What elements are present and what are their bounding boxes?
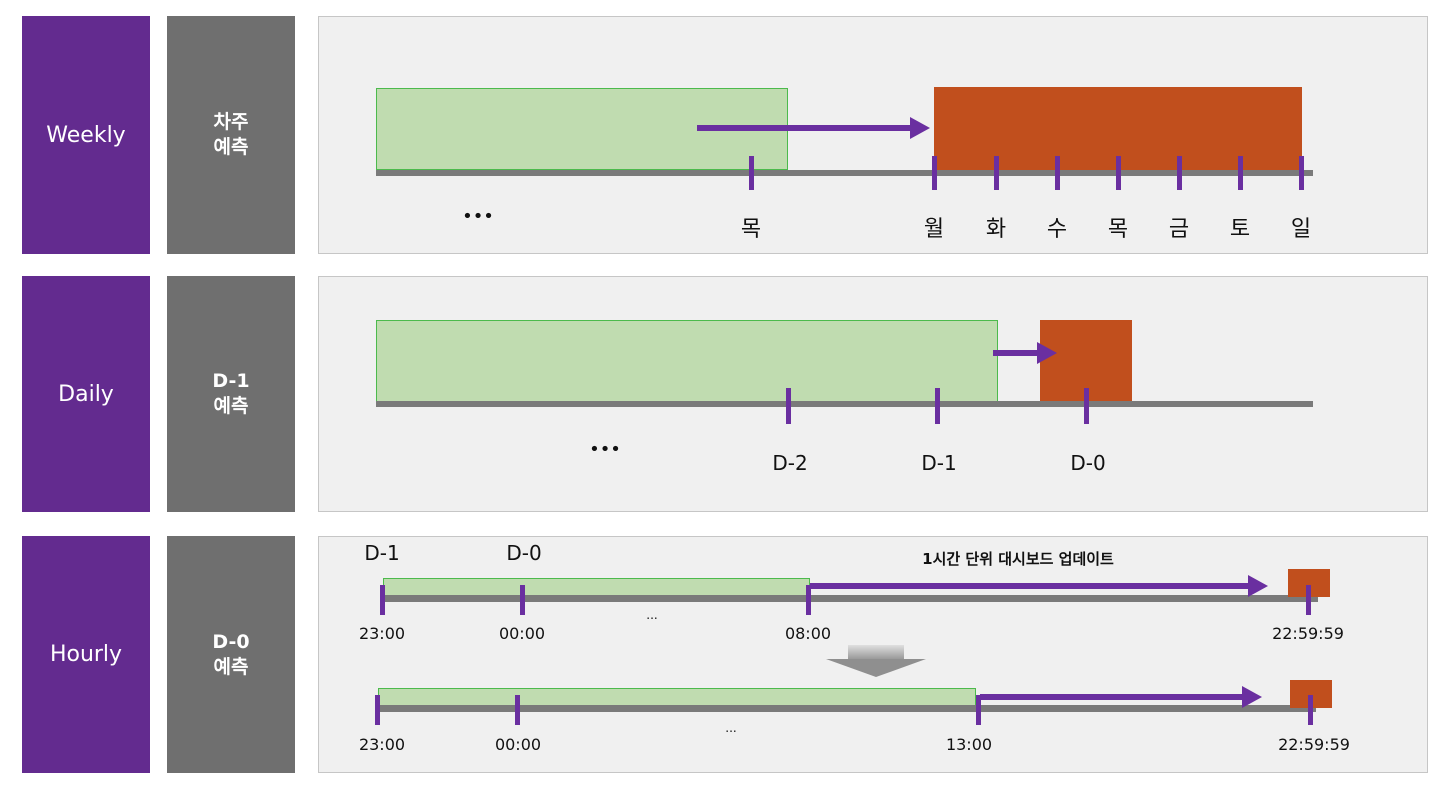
tick	[932, 156, 937, 190]
time-label: 23:00	[358, 624, 406, 643]
time-label: 08:00	[784, 624, 832, 643]
timeline-axis	[376, 705, 1316, 712]
tick-label: D-0	[1070, 451, 1106, 475]
day-label: D-0	[506, 541, 542, 565]
time-label: 00:00	[498, 624, 546, 643]
tick	[1238, 156, 1243, 190]
row-type-daily: D-1 예측	[167, 276, 295, 512]
forecast-arrow-icon	[697, 117, 930, 139]
row-label-weekly: Weekly	[22, 16, 150, 254]
update-arrow-icon	[980, 686, 1262, 708]
tick-label: 토	[1229, 217, 1251, 242]
tick	[806, 585, 811, 615]
tick-label: 금	[1168, 217, 1190, 242]
tick-label: D-1	[921, 451, 957, 475]
ellipsis: •••	[589, 439, 621, 460]
tick-label: 목	[740, 217, 762, 242]
row-type-hourly: D-0 예측	[167, 536, 295, 773]
tick-label: 월	[923, 217, 945, 242]
timeline-axis	[380, 595, 1318, 602]
tick	[1055, 156, 1060, 190]
ellipsis: ...	[646, 608, 658, 622]
update-arrow-icon	[810, 575, 1268, 597]
time-label: 22:59:59	[1278, 735, 1350, 754]
tick	[1308, 695, 1313, 725]
tick	[935, 388, 940, 424]
tick	[1177, 156, 1182, 190]
day-label: D-1	[364, 541, 400, 565]
tick	[380, 585, 385, 615]
down-arrow-icon	[848, 645, 904, 659]
tick	[515, 695, 520, 725]
timeline-axis	[376, 401, 1313, 407]
time-label: 22:59:59	[1272, 624, 1344, 643]
tick-label: 일	[1290, 217, 1312, 242]
time-label: 23:00	[358, 735, 406, 754]
tick	[749, 156, 754, 190]
tick	[786, 388, 791, 424]
update-caption: 1시간 단위 대시보드 업데이트	[922, 550, 1114, 568]
row-type-weekly: 차주 예측	[167, 16, 295, 254]
ellipsis: •••	[462, 206, 494, 227]
tick-label: 수	[1046, 217, 1068, 242]
tick	[1299, 156, 1304, 190]
time-label: 00:00	[494, 735, 542, 754]
history-range	[376, 320, 998, 402]
tick	[520, 585, 525, 615]
time-label: 13:00	[945, 735, 993, 754]
tick	[375, 695, 380, 725]
forecast-arrow-icon	[993, 342, 1057, 364]
down-arrow-head-icon	[826, 659, 926, 677]
tick-label: 목	[1107, 217, 1129, 242]
row-label-daily: Daily	[22, 276, 150, 512]
tick	[1084, 388, 1089, 424]
tick-label: D-2	[772, 451, 808, 475]
row-label-hourly: Hourly	[22, 536, 150, 773]
ellipsis: ...	[725, 721, 737, 735]
timeline-axis	[376, 170, 1313, 176]
tick	[1116, 156, 1121, 190]
tick	[994, 156, 999, 190]
tick-label: 화	[985, 217, 1007, 242]
tick	[1306, 585, 1311, 615]
tick	[976, 695, 981, 725]
